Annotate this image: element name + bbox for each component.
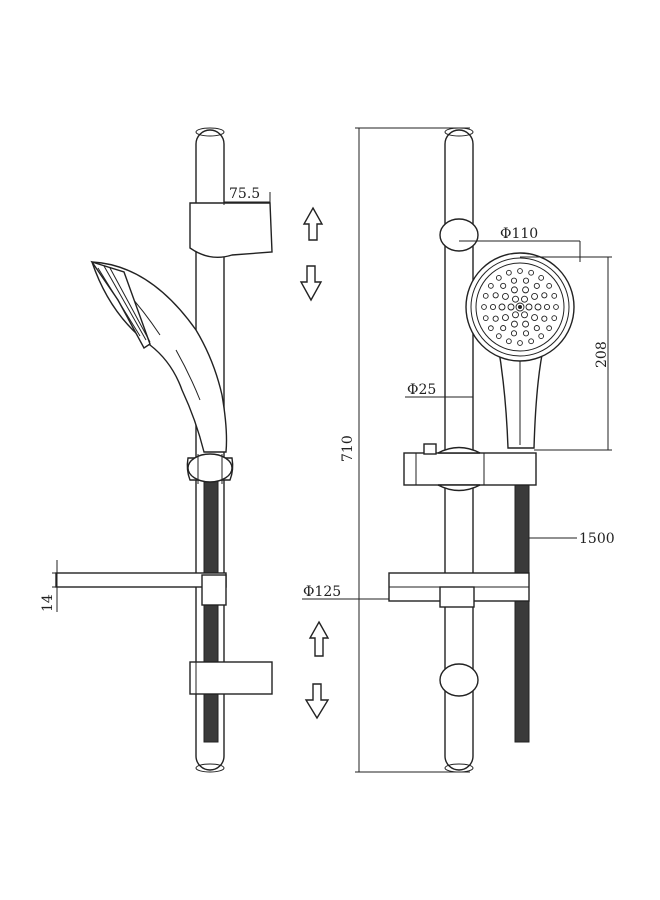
nozzle <box>510 330 518 337</box>
side-lower-holder <box>189 661 273 695</box>
nozzle <box>553 304 559 310</box>
nozzle <box>510 277 518 284</box>
dim-bar-diameter: Φ25 <box>405 382 473 398</box>
nozzle <box>500 325 507 332</box>
dim-head-diameter: Φ110 <box>459 226 581 262</box>
front-slide-holder <box>403 443 537 492</box>
nozzle <box>546 282 552 289</box>
nozzle <box>538 333 545 339</box>
nozzle <box>533 282 540 289</box>
nozzle <box>512 295 519 303</box>
dim-bar-length: 710 <box>340 127 470 773</box>
nozzle <box>551 293 558 299</box>
side-hand-shower <box>90 260 228 453</box>
bar-length-label: 710 <box>340 435 356 462</box>
dim-head-length: 208 <box>520 256 612 451</box>
side-hose <box>203 469 219 743</box>
dim-holder-width: 75.5 <box>223 186 271 205</box>
nozzle <box>528 338 534 345</box>
nozzle <box>541 292 548 299</box>
nozzle <box>510 286 518 294</box>
nozzle <box>538 275 545 281</box>
nozzle <box>492 315 499 322</box>
front-head-handle <box>497 344 545 449</box>
nozzle <box>533 325 540 332</box>
nozzle <box>498 303 506 311</box>
nozzle <box>495 333 502 339</box>
nozzle <box>495 275 502 281</box>
front-view: 710 Φ110 208 Φ25 1500 Φ125 <box>302 127 615 773</box>
side-swivel-joint <box>186 453 234 484</box>
nozzle <box>521 295 528 303</box>
nozzle <box>546 325 552 332</box>
nozzle <box>501 292 509 300</box>
nozzle <box>506 269 512 276</box>
dim-soap-dish-diameter: Φ125 <box>302 584 389 600</box>
soap-dish-diameter-label: Φ125 <box>303 584 341 600</box>
nozzle <box>506 338 512 345</box>
dish-thickness-label: 14 <box>40 594 56 612</box>
nozzle <box>500 282 507 289</box>
nozzle <box>488 325 494 332</box>
nozzle <box>489 303 497 311</box>
head-length-label: 208 <box>594 341 610 368</box>
nozzle <box>522 320 530 328</box>
nozzle <box>522 330 530 337</box>
nozzle <box>510 320 518 328</box>
hose-length-label: 1500 <box>579 531 615 547</box>
front-shower-head <box>465 252 575 362</box>
head-diameter-label: Φ110 <box>500 226 538 242</box>
nozzle <box>541 315 548 322</box>
side-top-holder <box>189 202 273 258</box>
nozzle <box>528 269 534 276</box>
nozzle-centre <box>518 305 522 309</box>
nozzle <box>482 315 489 321</box>
arrow-up-icon <box>302 206 324 241</box>
nozzle <box>543 303 551 311</box>
head-nozzles <box>481 268 559 346</box>
side-soap-dish <box>55 572 227 606</box>
nozzle <box>492 292 499 299</box>
nozzle <box>501 314 509 322</box>
nozzle <box>507 303 515 311</box>
nozzle <box>482 293 489 299</box>
arrow-down-icon <box>304 683 330 720</box>
nozzle <box>481 304 487 310</box>
nozzle <box>517 340 523 346</box>
nozzle <box>531 314 539 322</box>
nozzle <box>522 286 530 294</box>
arrow-down-icon <box>299 265 323 302</box>
nozzle <box>534 303 542 311</box>
nozzle <box>551 315 558 321</box>
bar-diameter-label: Φ25 <box>407 382 436 398</box>
nozzle <box>531 292 539 300</box>
nozzle <box>525 303 533 311</box>
nozzle <box>512 311 519 319</box>
front-soap-dish <box>388 572 530 608</box>
dim-dish-thickness: 14 <box>40 560 62 612</box>
side-view: 75.5 14 <box>40 127 273 773</box>
nozzle <box>521 311 528 319</box>
front-top-cap <box>439 218 479 252</box>
nozzle <box>517 268 523 274</box>
front-bottom-cap <box>439 663 479 697</box>
nozzle <box>488 282 494 289</box>
arrow-up-icon <box>308 620 330 657</box>
holder-width-label: 75.5 <box>229 186 260 202</box>
front-hose <box>514 481 530 743</box>
nozzle <box>522 277 530 284</box>
dim-hose-length: 1500 <box>529 531 615 547</box>
